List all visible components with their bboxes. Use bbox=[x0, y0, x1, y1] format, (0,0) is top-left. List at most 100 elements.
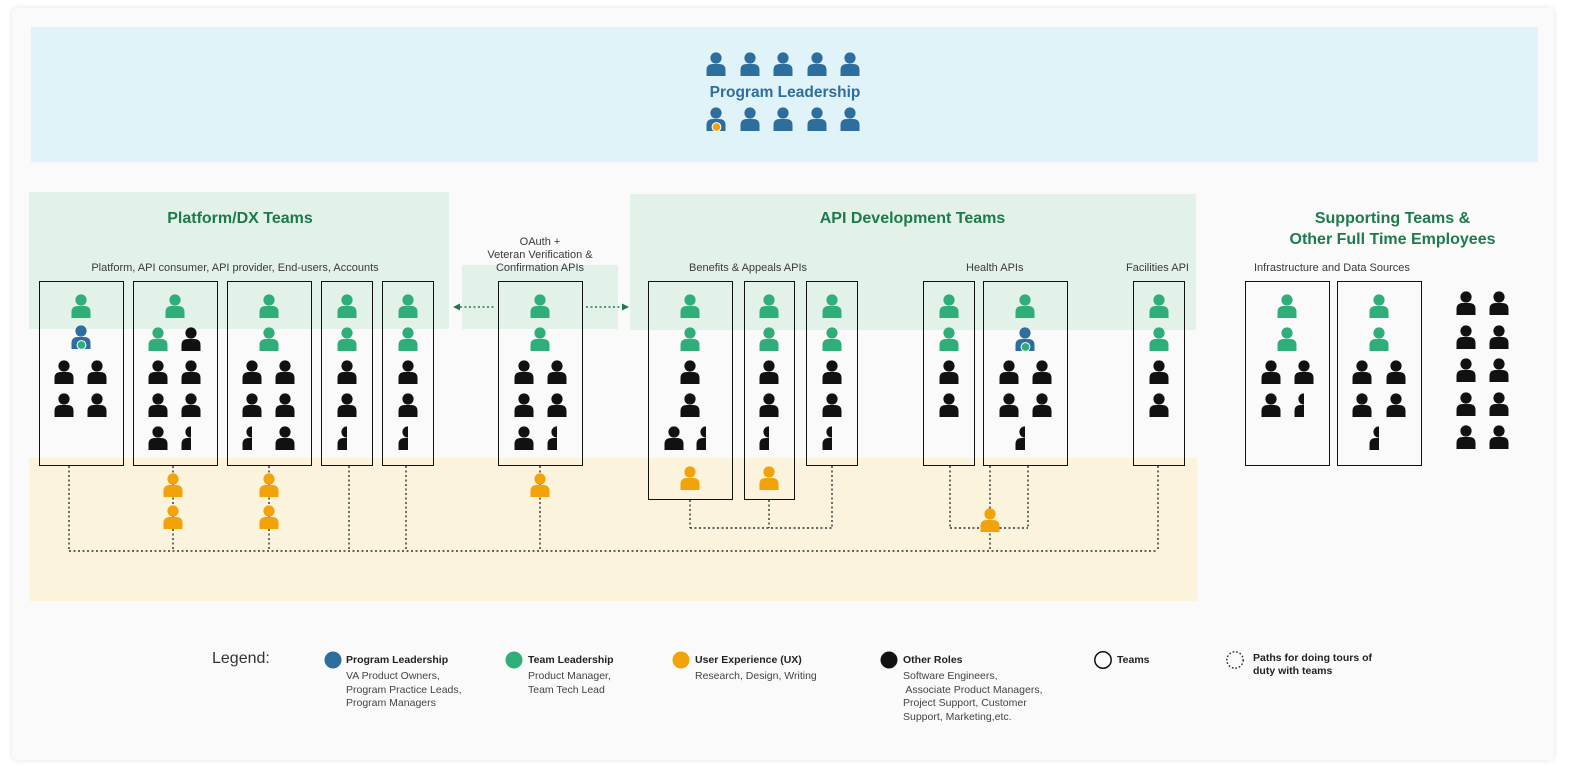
other-role-person-icon bbox=[148, 426, 168, 450]
other-role-person-icon bbox=[1294, 393, 1304, 417]
other-role-person-icon bbox=[54, 360, 74, 384]
team-box bbox=[39, 281, 124, 466]
legend-ux: User Experience (UX) bbox=[695, 654, 802, 666]
team-leadership-person-icon bbox=[1277, 294, 1297, 318]
other-role-person-icon bbox=[242, 393, 262, 417]
legend-other-roles-desc: Software Engineers, Associate Product Ma… bbox=[903, 670, 1043, 723]
legend-team-leadership-desc: Product Manager, Team Tech Lead bbox=[528, 670, 611, 696]
other-role-person-icon bbox=[999, 360, 1019, 384]
other-role-person-icon bbox=[680, 393, 700, 417]
team-box bbox=[923, 281, 975, 466]
other-role-person-icon bbox=[1489, 425, 1509, 449]
ux-person-icon bbox=[980, 508, 1000, 532]
team-leadership-person-icon bbox=[1369, 327, 1389, 351]
other-role-person-icon bbox=[242, 426, 252, 450]
other-role-person-icon bbox=[1352, 360, 1372, 384]
program-leadership-person-icon bbox=[807, 52, 827, 76]
other-role-person-icon bbox=[337, 393, 357, 417]
other-role-person-icon bbox=[181, 327, 201, 351]
other-role-person-icon bbox=[547, 426, 557, 450]
arrowhead-right-icon bbox=[622, 303, 629, 311]
other-role-person-icon bbox=[939, 360, 959, 384]
team-leadership-person-icon bbox=[71, 294, 91, 318]
program-leadership-person-icon bbox=[740, 107, 760, 131]
team-leadership-person-icon bbox=[165, 294, 185, 318]
other-role-person-icon bbox=[1149, 393, 1169, 417]
team-leadership-person-icon bbox=[398, 294, 418, 318]
other-role-person-icon bbox=[1261, 360, 1281, 384]
other-role-person-icon bbox=[87, 393, 107, 417]
legend-program-leadership: Program Leadership bbox=[346, 654, 449, 666]
api-dev-leadership-band bbox=[630, 194, 1196, 330]
other-role-person-icon bbox=[696, 426, 706, 450]
arrowhead-left-icon bbox=[453, 303, 460, 311]
other-role-person-icon bbox=[1489, 325, 1509, 349]
other-role-person-icon bbox=[1456, 358, 1476, 382]
team-box bbox=[227, 281, 312, 466]
other-role-person-icon bbox=[398, 426, 408, 450]
team-box bbox=[1133, 281, 1185, 466]
benefits-apis-label: Benefits & Appeals APIs bbox=[689, 262, 808, 274]
other-role-person-icon bbox=[275, 426, 295, 450]
other-role-person-icon bbox=[1032, 360, 1052, 384]
other-role-person-icon bbox=[87, 360, 107, 384]
program-leadership-title: Program Leadership bbox=[709, 84, 861, 101]
other-role-person-icon bbox=[759, 360, 779, 384]
other-role-person-icon bbox=[337, 426, 347, 450]
other-role-person-icon bbox=[1456, 425, 1476, 449]
program-leadership-person-icon bbox=[840, 52, 860, 76]
program-leadership-person-icon bbox=[740, 52, 760, 76]
ux-person-icon bbox=[530, 473, 550, 497]
other-role-person-icon bbox=[1456, 291, 1476, 315]
legend-orange-dot-icon bbox=[672, 651, 690, 669]
supporting-title-line-2: Other Full Time Employees bbox=[1289, 231, 1496, 248]
legend-green-dot-icon bbox=[505, 651, 523, 669]
team-box bbox=[648, 281, 733, 500]
legend-other-roles: Other Roles bbox=[903, 654, 963, 666]
team-leadership-person-icon bbox=[1149, 327, 1169, 351]
legend-ux-desc: Research, Design, Writing bbox=[695, 670, 817, 682]
team-box bbox=[1337, 281, 1422, 466]
other-role-person-icon bbox=[1386, 393, 1406, 417]
other-role-person-icon bbox=[822, 393, 842, 417]
team-box bbox=[133, 281, 218, 466]
legend-black-dot-icon bbox=[880, 651, 898, 669]
team-leadership-person-icon bbox=[337, 294, 357, 318]
other-role-person-icon bbox=[1294, 360, 1314, 384]
ux-person-icon bbox=[163, 505, 183, 529]
other-role-person-icon bbox=[275, 393, 295, 417]
other-role-person-icon bbox=[822, 426, 832, 450]
health-apis-label: Health APIs bbox=[966, 262, 1024, 274]
other-role-person-icon bbox=[54, 393, 74, 417]
ux-person-icon bbox=[259, 505, 279, 529]
api-dev-teams-title: API Development Teams bbox=[819, 210, 1006, 227]
supporting-title-line-1: Supporting Teams & bbox=[1314, 210, 1471, 227]
legend-dotted-circle-icon bbox=[1226, 651, 1244, 669]
other-role-person-icon bbox=[337, 360, 357, 384]
other-role-person-icon bbox=[148, 393, 168, 417]
oauth-label-line-1: OAuth + bbox=[519, 236, 561, 248]
team-leadership-person-icon bbox=[398, 327, 418, 351]
legend-heading: Legend: bbox=[212, 650, 270, 667]
program-leadership-person-icon bbox=[840, 107, 860, 131]
platform-leadership-band bbox=[29, 192, 449, 329]
legend-program-leadership-desc: VA Product Owners, Program Practice Lead… bbox=[346, 670, 462, 709]
other-role-person-icon bbox=[759, 393, 779, 417]
other-role-person-icon bbox=[181, 360, 201, 384]
team-box bbox=[1245, 281, 1330, 466]
team-leadership-person-icon bbox=[939, 294, 959, 318]
team-leadership-person-icon bbox=[148, 327, 168, 351]
team-leadership-person-icon bbox=[1015, 294, 1035, 318]
legend-team-circle-icon bbox=[1094, 651, 1112, 669]
other-role-person-icon bbox=[181, 426, 191, 450]
other-role-person-icon bbox=[1489, 392, 1509, 416]
team-box bbox=[498, 281, 583, 466]
team-leadership-person-icon bbox=[337, 327, 357, 351]
facilities-api-label: Facilities API bbox=[1126, 262, 1189, 274]
legend-team-leadership: Team Leadership bbox=[528, 654, 614, 666]
other-role-person-icon bbox=[398, 393, 418, 417]
other-role-person-icon bbox=[1261, 393, 1281, 417]
ux-person-icon bbox=[259, 473, 279, 497]
